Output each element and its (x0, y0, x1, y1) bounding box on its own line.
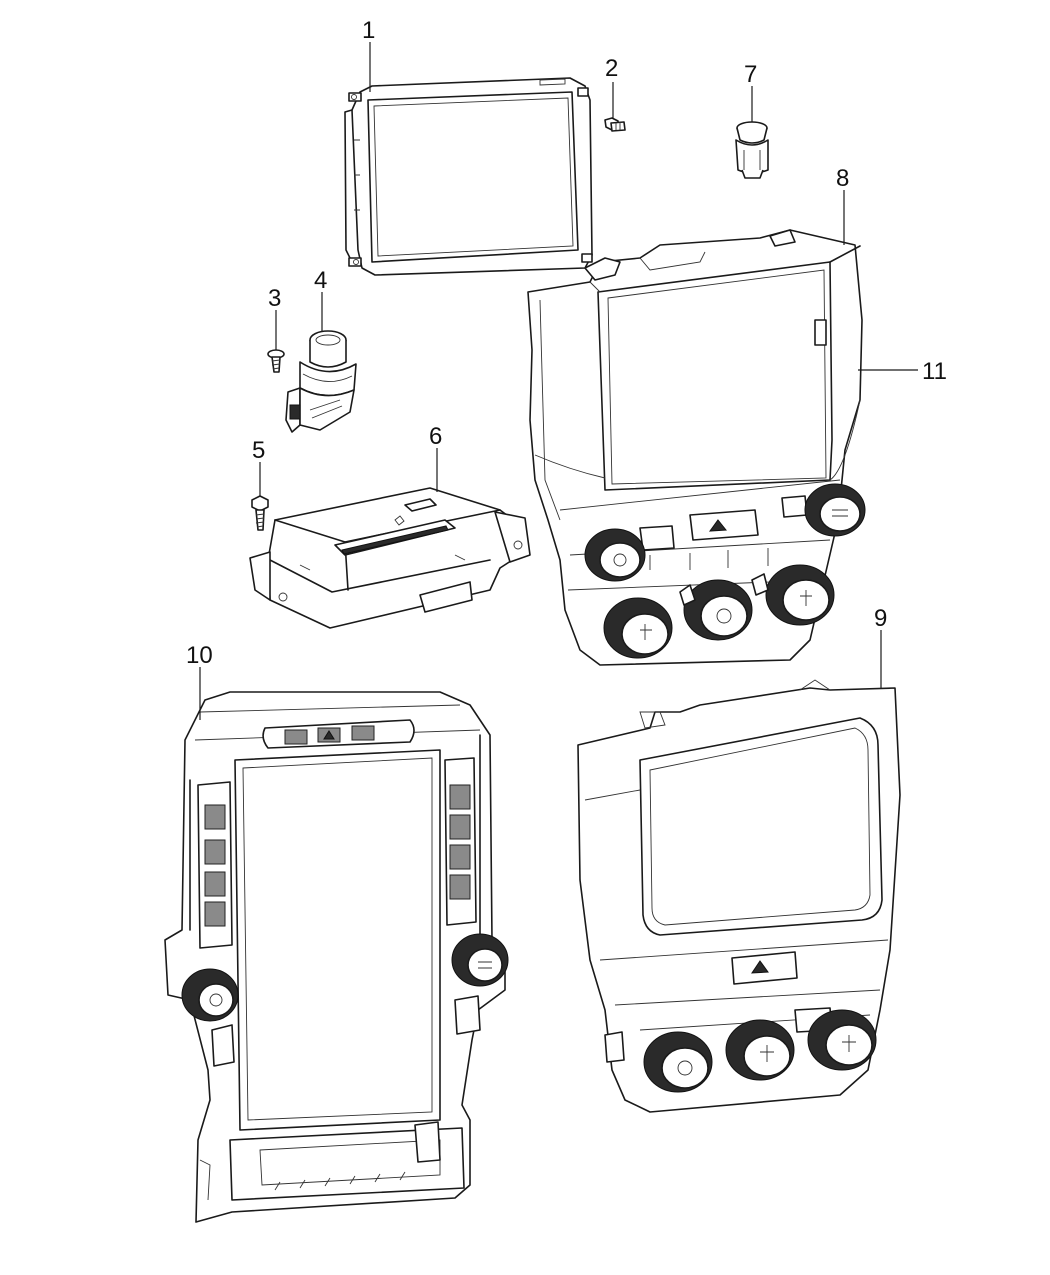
part-2-screw (604, 117, 626, 132)
knob-top-right (804, 483, 866, 537)
knob-top-left (584, 528, 646, 582)
callout-4: 4 (314, 267, 327, 294)
hazard-triangle-icon (323, 730, 335, 740)
part-7-switch (735, 121, 769, 179)
callout-3: 3 (268, 285, 281, 312)
knob-center (725, 1019, 795, 1081)
leader-lines (199, 42, 918, 720)
callout-10: 10 (186, 642, 213, 669)
part-8-bezel-assembly (527, 229, 866, 666)
part-1-display-module (344, 77, 593, 276)
callout-8: 8 (836, 165, 849, 192)
callout-2: 2 (605, 55, 618, 82)
callout-6: 6 (429, 423, 442, 450)
part-10-vertical-bezel (164, 691, 509, 1223)
knob-right (451, 933, 509, 987)
knob-bottom-left (603, 597, 673, 659)
knob-bottom-right (765, 564, 835, 626)
knob-right (807, 1009, 877, 1071)
callout-7: 7 (744, 61, 757, 88)
callout-labels: 1 2 3 4 5 6 7 8 9 10 11 (186, 17, 947, 669)
part-3-screw (267, 349, 285, 373)
callout-9: 9 (874, 605, 887, 632)
part-4-rotary-switch (285, 330, 357, 433)
callout-11: 11 (922, 358, 947, 385)
hazard-triangle-icon (751, 960, 769, 974)
part-6-control-module (249, 487, 531, 629)
callout-5: 5 (252, 437, 265, 464)
callout-1: 1 (362, 17, 375, 44)
part-9-bezel-assembly (577, 679, 901, 1113)
knob-bottom-center (683, 579, 753, 641)
knob-left (181, 968, 239, 1022)
part-5-bolt (251, 495, 269, 531)
knob-left (643, 1031, 713, 1093)
